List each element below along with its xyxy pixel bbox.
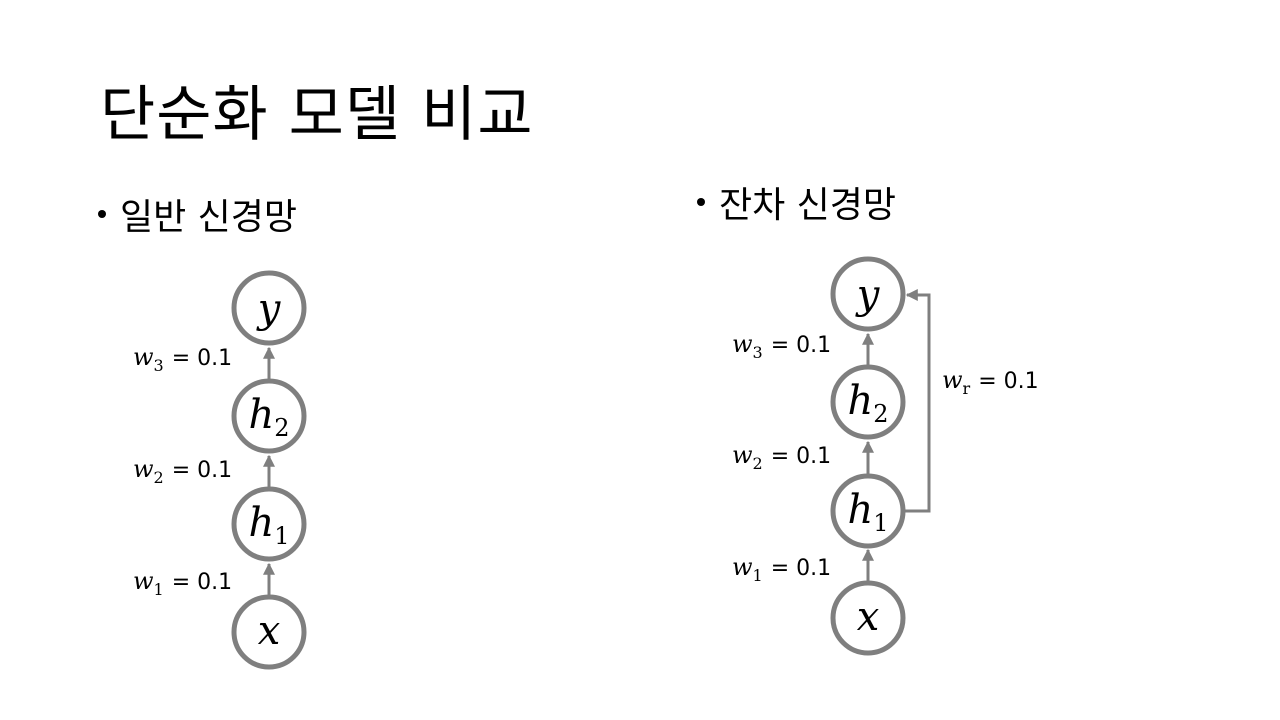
node-h2-label: h [847, 378, 873, 424]
weight-w2-label: w2= 0.1 [133, 455, 232, 487]
node-h2-subscript: 2 [873, 400, 888, 428]
weight-w1-label: w1= 0.1 [732, 553, 831, 585]
node-x: x [830, 580, 906, 656]
svg-text:x: x [258, 608, 281, 654]
node-h1-subscript: 1 [873, 509, 888, 537]
node-y: y [830, 256, 906, 332]
weight-w2-label: w2= 0.1 [732, 441, 831, 473]
svg-text:h2: h2 [248, 392, 289, 442]
node-x: x [231, 594, 307, 670]
plain-network-heading: 일반 신경망 [120, 197, 298, 238]
node-h1: h1 [231, 486, 307, 562]
bullet-dot [98, 210, 106, 218]
weight-w3-label: w3= 0.1 [732, 330, 831, 362]
node-h1-label: h [248, 500, 274, 546]
node-h2: h2 [830, 364, 906, 440]
bullet-dot [697, 198, 705, 206]
node-h2-subscript: 2 [274, 414, 289, 442]
weight-wr-label: wr= 0.1 [942, 366, 1039, 398]
node-x-label: x [258, 608, 281, 654]
weight-w3-label: w3= 0.1 [133, 343, 232, 375]
bullet-residual-network: 잔차 신경망 [697, 176, 896, 228]
node-x-label: x [857, 594, 880, 640]
edge-residual-h1-y [905, 289, 931, 513]
svg-text:y: y [256, 286, 282, 332]
node-y-label: y [855, 272, 881, 318]
svg-text:h1: h1 [248, 500, 289, 550]
node-y: y [231, 270, 307, 346]
node-h1: h1 [830, 473, 906, 549]
node-h1-subscript: 1 [274, 522, 289, 550]
weight-w1-label: w1= 0.1 [133, 567, 232, 599]
residual-network-diagram: y h2 h1 x w3= 0.1 w2= 0.1 w1= 0.1 wr= 0.… [732, 256, 1039, 656]
node-h1-label: h [847, 487, 873, 533]
node-h2: h2 [231, 378, 307, 454]
node-h2-label: h [248, 392, 274, 438]
plain-network-diagram: y h2 h1 x w3= 0.1 w2= 0.1 w1= 0.1 [133, 270, 307, 670]
slide-title: 단순화 모델 비교 [100, 80, 534, 150]
svg-text:x: x [857, 594, 880, 640]
svg-text:h2: h2 [847, 378, 888, 428]
node-y-label: y [256, 286, 282, 332]
residual-network-heading: 잔차 신경망 [719, 185, 897, 226]
bullet-plain-network: 일반 신경망 [98, 188, 297, 240]
svg-text:y: y [855, 272, 881, 318]
svg-text:h1: h1 [847, 487, 888, 537]
